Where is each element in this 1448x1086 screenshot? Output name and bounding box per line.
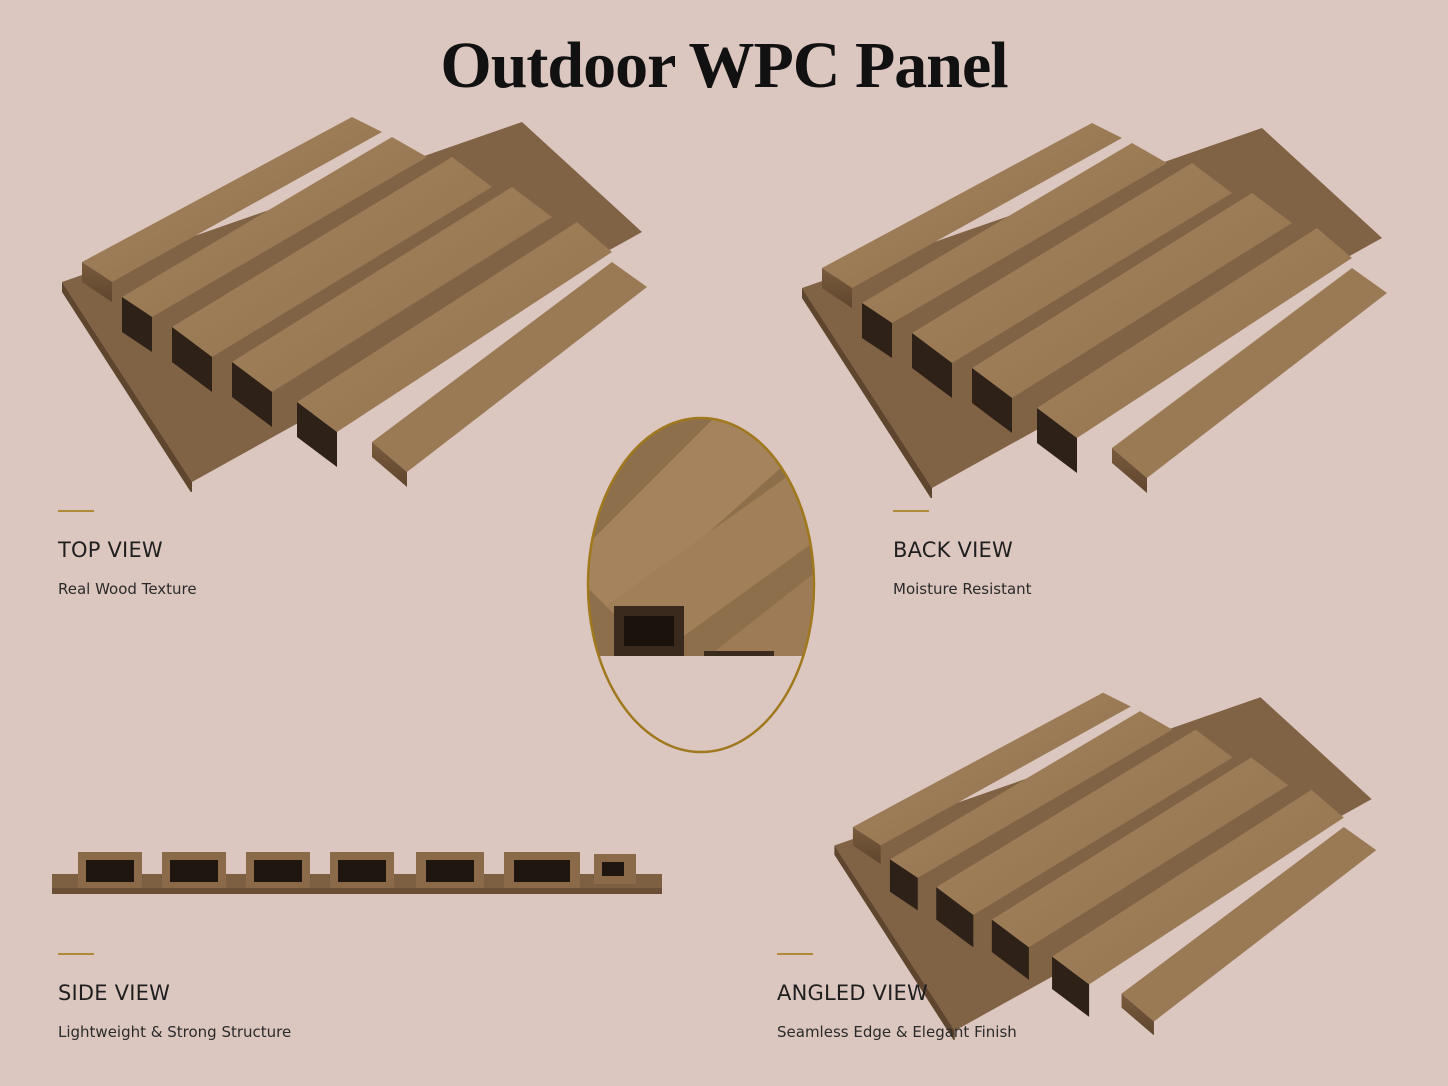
back-view-caption: BACK VIEW Moisture Resistant [893,510,1032,598]
view-subtitle: Real Wood Texture [58,580,197,598]
view-subtitle: Moisture Resistant [893,580,1032,598]
view-heading: SIDE VIEW [58,981,171,1005]
top-view-panel-image [52,112,652,492]
side-view-panel-image [52,852,662,894]
accent-rule [58,953,94,955]
view-subtitle: Lightweight & Strong Structure [58,1023,292,1041]
view-heading: BACK VIEW [893,538,1013,562]
accent-rule [58,510,94,512]
angled-view-caption: ANGLED VIEW Seamless Edge & Elegant Fini… [777,953,1017,1041]
page-title: Outdoor WPC Panel [440,29,1008,102]
texture-closeup-oval [586,416,816,754]
top-view-caption: TOP VIEW Real Wood Texture [58,510,197,598]
back-view-panel-image [792,118,1392,498]
accent-rule [777,953,813,955]
view-heading: TOP VIEW [58,538,163,562]
accent-rule [893,510,929,512]
view-heading: ANGLED VIEW [777,981,928,1005]
view-subtitle: Seamless Edge & Elegant Finish [777,1023,1017,1041]
side-view-caption: SIDE VIEW Lightweight & Strong Structure [58,953,291,1041]
